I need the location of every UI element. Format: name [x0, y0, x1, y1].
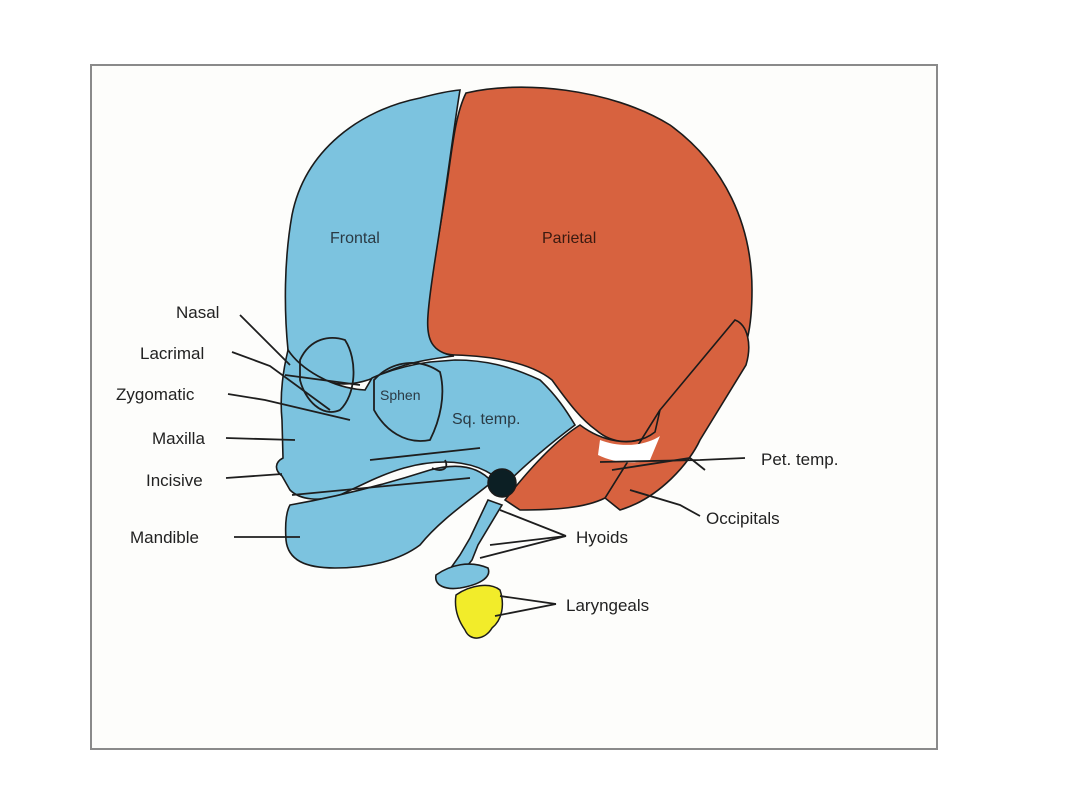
sphen-label: Sphen: [380, 387, 420, 403]
hyoids-label: Hyoids: [576, 528, 628, 547]
laryngeals-label: Laryngeals: [566, 596, 649, 615]
frontal-label: Frontal: [330, 230, 380, 247]
petrous-temporal-bone: [503, 409, 661, 511]
hyoid-body: [435, 563, 490, 590]
leader-lines: [225, 314, 746, 617]
laryngeal-cartilages: [454, 584, 504, 639]
occipitals-label: Occipitals: [706, 509, 780, 528]
maxilla-suture: [369, 447, 481, 461]
mandible-bone: [284, 465, 494, 569]
pet-temp-label: Pet. temp.: [761, 450, 838, 469]
orbit-outline: [299, 337, 355, 413]
lacrimal-label: Lacrimal: [140, 344, 204, 363]
zygomatic-arch: [431, 459, 448, 471]
fontanelle-gap: [598, 436, 660, 463]
jaw-suture: [291, 477, 471, 496]
sq-temp-label: Sq. temp.: [452, 411, 520, 428]
parietal-label: Parietal: [542, 230, 596, 247]
frontal-bone: [284, 89, 461, 385]
zygomatic-label: Zygomatic: [116, 385, 195, 404]
suture-line: [284, 374, 361, 386]
nasal-label: Nasal: [176, 303, 219, 322]
ear-canal: [487, 468, 517, 498]
mandible-label: Mandible: [130, 528, 199, 547]
maxilla-label: Maxilla: [152, 429, 205, 448]
occipital-bone: [603, 319, 750, 511]
sphenoid-outline: [373, 362, 444, 442]
incisive-label: Incisive: [146, 471, 203, 490]
